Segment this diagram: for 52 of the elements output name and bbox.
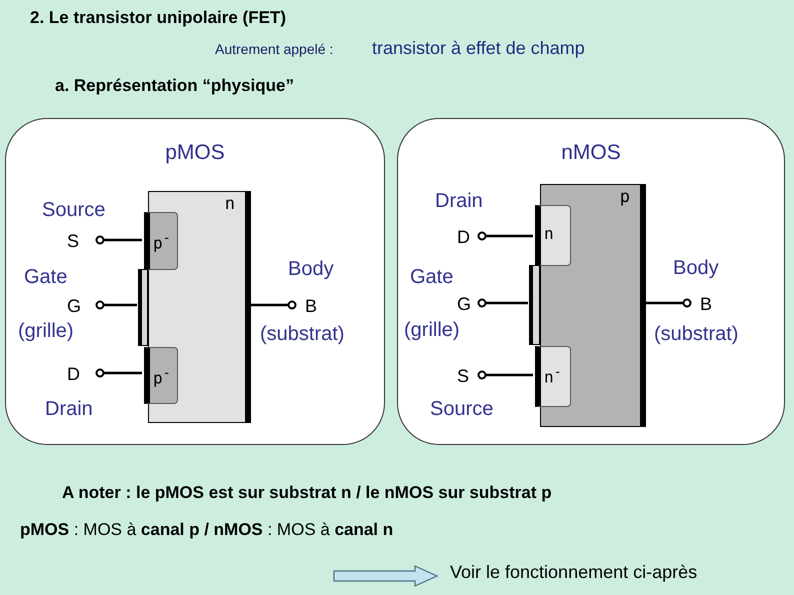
terminal-name: (substrat) xyxy=(260,323,344,346)
doping-label: p$^{-}$ xyxy=(153,231,171,252)
wire xyxy=(478,232,533,240)
gate-electrode xyxy=(138,269,148,346)
subtitle-text: transistor à effet de champ xyxy=(372,38,585,59)
terminal-name: Source xyxy=(430,398,494,421)
wire xyxy=(645,298,692,308)
terminal-name: (substrat) xyxy=(654,323,738,346)
section-heading: a. Représentation “physique” xyxy=(55,76,294,96)
doped-region xyxy=(144,212,178,270)
doping-label: n xyxy=(544,224,554,243)
note-text: A noter : le pMOS est sur substrat n / le nMOS sur substrat p xyxy=(62,483,552,503)
gate-electrode xyxy=(529,265,540,345)
doped-region xyxy=(535,346,571,407)
terminal-name: (grille) xyxy=(404,319,460,342)
wire xyxy=(478,298,528,308)
panel-title: pMOS xyxy=(164,141,226,165)
terminal-name: Gate xyxy=(24,266,68,289)
device-panel xyxy=(397,118,785,445)
terminal-letter: G xyxy=(457,294,472,315)
terminal-name: Gate xyxy=(410,266,454,289)
wire xyxy=(96,236,142,244)
terminal-name: Drain xyxy=(435,190,483,213)
doped-region xyxy=(535,205,571,266)
terminal-letter: S xyxy=(457,366,470,387)
doped-region xyxy=(144,347,178,404)
terminal-letter: S xyxy=(67,231,80,252)
terminal-letter: B xyxy=(305,296,318,317)
terminal-name: Drain xyxy=(45,398,93,421)
subtitle-text: Autrement appelé : xyxy=(215,41,334,57)
wire xyxy=(96,300,137,310)
doping-label: p$^{-}$ xyxy=(153,366,171,388)
note-text: Voir le fonctionnement ci-après xyxy=(450,562,698,583)
panel-title: nMOS xyxy=(560,141,622,165)
terminal-letter: D xyxy=(457,227,470,248)
wire xyxy=(478,370,533,380)
doping-label: p xyxy=(620,187,630,207)
terminal-letter: G xyxy=(67,296,82,317)
note-text: pMOS : MOS à canal p / nMOS : MOS à canal n xyxy=(20,520,394,540)
wire xyxy=(250,300,296,310)
terminal-name: (grille) xyxy=(18,320,74,343)
device-panel xyxy=(5,118,385,445)
terminal-name: Body xyxy=(673,257,719,280)
terminal-letter: B xyxy=(700,294,712,315)
block-arrow xyxy=(333,565,438,587)
terminal-name: Source xyxy=(42,199,106,222)
page-title: 2. Le transistor unipolaire (FET) xyxy=(30,8,286,28)
terminal-letter: D xyxy=(67,364,80,385)
terminal-name: Body xyxy=(288,258,334,281)
doping-label: n$^{-}$ xyxy=(544,365,562,386)
doping-label: n xyxy=(224,194,235,214)
wire xyxy=(96,368,142,378)
